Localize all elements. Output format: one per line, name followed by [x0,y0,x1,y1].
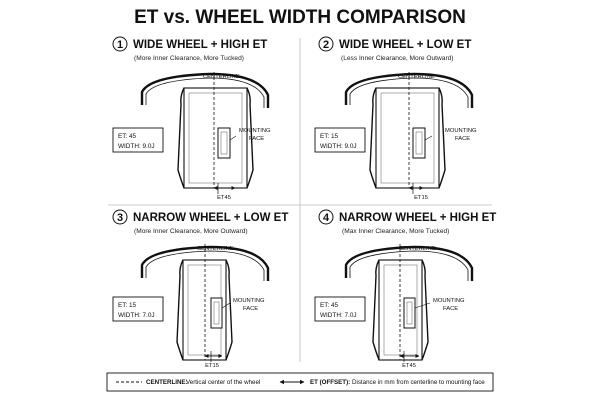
panel-heading: NARROW WHEEL + HIGH ET [339,212,496,224]
offset-label: ET45 [217,195,231,201]
panel-number-badge [318,36,334,52]
page-title: ET vs. WHEEL WIDTH COMPARISON [134,7,466,28]
fender-arch [140,72,270,108]
mounting-face-label-2: FACE [243,306,258,312]
spec-box [112,296,164,322]
wheel-section [177,87,254,189]
fender-arch [344,245,474,281]
panel-subheading: (More Inner Clearance, More Tucked) [134,55,244,62]
spec-et: ET: 15 [320,133,339,140]
panel-number: 3 [117,212,123,224]
spec-box [112,127,164,153]
fender-arch [344,72,474,108]
legend-et-label: ET (OFFSET): [310,379,350,386]
fender-arch-inner [349,77,469,108]
legend-et-desc: Distance in mm from centerline to mounti… [352,379,485,386]
mounting-face-label: MOUNTING [433,298,465,304]
panel-number-badge [112,36,128,52]
panel-number: 1 [117,39,123,51]
fender-arch-inner [145,77,265,108]
centerline-label: CENTERLINE [203,74,240,80]
panel-2: 2 WIDE WHEEL + LOW ET (Less Inner Cleara… [314,36,477,201]
panel-heading: WIDE WHEEL + LOW ET [339,39,471,51]
legend: CENTERLINE: Vertical center of the wheel… [106,372,494,392]
spec-et: ET: 45 [320,302,339,309]
legend-centerline-desc: Vertical center of the wheel [186,379,260,386]
offset-label: ET15 [414,195,428,201]
fender-arch-inner [145,250,265,281]
mounting-face-label-2: FACE [443,306,458,312]
panel-number: 4 [323,212,330,224]
panel-number-badge [318,209,334,225]
panel-4: 4 NARROW WHEEL + HIGH ET (Max Inner Clea… [314,209,496,369]
mounting-face-label-2: FACE [455,136,470,142]
mounting-face-label: MOUNTING [239,128,271,134]
wheel-section [176,259,233,361]
offset-label: ET15 [205,363,219,369]
centerline-label: CENTERLINE [197,246,234,252]
panel-subheading: (More Inner Clearance, More Outward) [134,228,248,235]
spec-width: WIDTH: 7.0J [118,312,155,319]
panel-heading: NARROW WHEEL + LOW ET [133,212,288,224]
centerline-label: CENTERLINE [398,74,435,80]
panel-number: 2 [323,39,329,51]
legend-centerline-label: CENTERLINE: [146,379,188,386]
spec-box [314,127,366,153]
mounting-face-label: MOUNTING [233,298,265,304]
fender-arch-inner [349,250,469,281]
wheel-section [372,259,429,361]
spec-box [314,296,366,322]
fender-arch [140,245,270,281]
spec-width: WIDTH: 9.0J [118,143,155,150]
panel-number-badge [112,209,128,225]
mounting-face-label: MOUNTING [445,128,477,134]
panel-1: 1 WIDE WHEEL + HIGH ET (More Inner Clear… [112,36,271,201]
panel-3: 3 NARROW WHEEL + LOW ET (More Inner Clea… [112,209,288,369]
panel-subheading: (Less Inner Clearance, More Outward) [341,55,454,62]
spec-width: WIDTH: 9.0J [320,143,357,150]
offset-label: ET45 [402,363,416,369]
panel-heading: WIDE WHEEL + HIGH ET [133,39,267,51]
spec-width: WIDTH: 7.0J [320,312,357,319]
spec-et: ET: 15 [118,302,137,309]
mounting-face-label-2: FACE [249,136,264,142]
centerline-label: CENTERLINE [399,246,436,252]
spec-et: ET: 45 [118,133,137,140]
panel-subheading: (Max Inner Clearance, More Tucked) [342,228,449,235]
wheel-section [369,87,446,189]
